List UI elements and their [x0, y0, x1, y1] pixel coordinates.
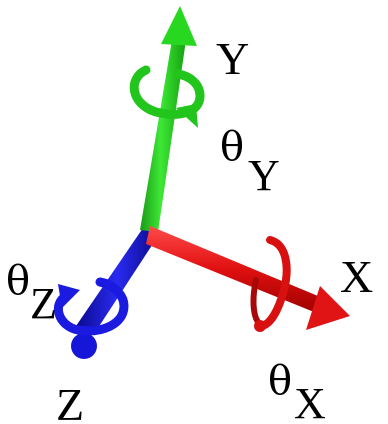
- x-axis-label: X: [340, 251, 373, 302]
- z-axis-label: Z: [56, 379, 84, 424]
- x-rotation-arrow: [258, 236, 291, 330]
- x-axis-arrowhead: [306, 286, 350, 330]
- theta-z-symbol: θ: [6, 258, 30, 304]
- theta-x-subscript: X: [294, 379, 326, 424]
- y-rotation-arrowhead: [176, 104, 198, 128]
- z-axis-tip: [71, 333, 97, 359]
- theta-y-symbol: θ: [220, 124, 244, 170]
- y-axis: [129, 6, 205, 232]
- theta-x-label: θ X: [268, 358, 326, 424]
- x-axis-shaft: [146, 226, 318, 312]
- theta-y-label: θ Y: [220, 124, 280, 200]
- z-rotation-arrow: [53, 277, 129, 336]
- x-rotation-arrow-end: [254, 320, 266, 332]
- y-axis-arrowhead: [161, 6, 197, 46]
- z-rotation-arrowhead: [58, 284, 80, 308]
- theta-z-subscript: Z: [30, 279, 57, 328]
- theta-y-subscript: Y: [248, 151, 280, 200]
- theta-z-label: θ Z: [6, 258, 57, 328]
- z-axis: [53, 228, 158, 359]
- theta-x-symbol: θ: [268, 358, 292, 404]
- y-axis-label: Y: [216, 33, 249, 84]
- x-axis: [146, 226, 350, 332]
- y-axis-shaft: [140, 40, 186, 232]
- z-axis-shaft: [76, 228, 158, 334]
